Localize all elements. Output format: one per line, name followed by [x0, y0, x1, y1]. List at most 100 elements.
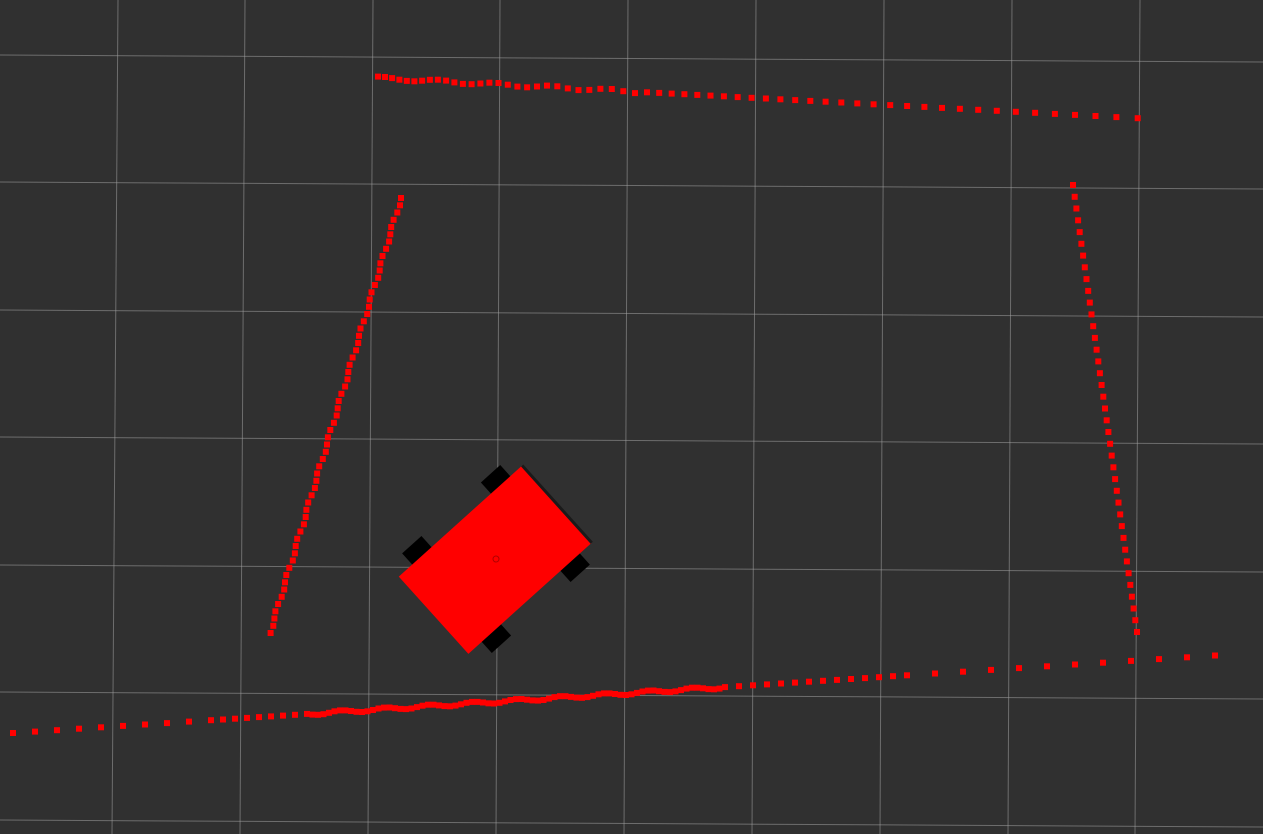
- laser-scan-point: [459, 80, 466, 87]
- laser-scan-point: [778, 680, 784, 687]
- laser-scan-point: [348, 708, 354, 714]
- laser-scan-point: [1184, 654, 1190, 661]
- laser-scan-point: [389, 75, 396, 82]
- laser-scan-point: [353, 708, 360, 715]
- grid-line: [0, 436, 1263, 445]
- laser-scan-point: [368, 289, 375, 296]
- laser-scan-point: [366, 303, 372, 310]
- laser-scan-point: [1115, 499, 1122, 506]
- laser-scan-point: [370, 707, 376, 713]
- laser-scan-point: [303, 506, 310, 513]
- laser-scan-point: [419, 702, 426, 709]
- laser-scan-point: [364, 311, 371, 317]
- laser-scan-point: [308, 492, 315, 499]
- laser-scan-point: [1120, 534, 1127, 541]
- laser-scan-point: [344, 376, 351, 383]
- laser-scan-point: [451, 79, 458, 86]
- laser-scan-point: [628, 691, 635, 698]
- laser-scan-point: [848, 676, 854, 682]
- laser-scan-point: [10, 730, 16, 736]
- laser-scan-point: [1108, 452, 1115, 459]
- laser-scan-point: [573, 694, 580, 701]
- laser-scan-point: [535, 697, 541, 704]
- laser-scan-point: [441, 703, 448, 710]
- laser-scan-point: [716, 685, 723, 692]
- robot-wheel-front-right: [559, 552, 590, 583]
- laser-scan-point: [356, 332, 362, 339]
- laser-scan-point: [452, 702, 459, 709]
- laser-scan-point: [1032, 109, 1039, 116]
- laser-scan-point: [386, 704, 393, 711]
- laser-scan-point: [282, 579, 288, 586]
- laser-scan-point: [76, 725, 82, 732]
- laser-scan-point: [524, 84, 531, 91]
- laser-scan-point: [300, 521, 307, 528]
- laser-scan-point: [645, 687, 651, 694]
- laser-scan-point: [396, 76, 403, 83]
- laser-scan-point: [1078, 240, 1085, 247]
- laser-scan-point: [502, 698, 508, 705]
- laser-scan-point: [360, 318, 367, 325]
- laser-scan-point: [387, 231, 394, 238]
- robot-car-icon[interactable]: [389, 454, 602, 665]
- laser-scan-point: [736, 683, 742, 690]
- laser-scan-point: [142, 721, 148, 728]
- laser-scan-point: [650, 687, 657, 694]
- laser-scan-point: [1098, 382, 1105, 388]
- laser-scan-point: [1123, 558, 1130, 565]
- laser-scan-point: [397, 202, 403, 209]
- laser-scan-point: [1096, 370, 1103, 377]
- laser-scan-point: [1105, 429, 1112, 435]
- laser-scan-point: [477, 80, 484, 87]
- laser-scan-point: [887, 102, 894, 109]
- laser-scan-point: [1076, 229, 1083, 236]
- laser-scan-point: [700, 685, 706, 692]
- laser-scan-point: [750, 682, 756, 689]
- laser-scan-point: [436, 702, 442, 709]
- laser-scan-point: [267, 630, 274, 636]
- laser-scan-point: [357, 325, 364, 332]
- laser-scan-point: [334, 405, 341, 412]
- laser-scan-point: [921, 103, 928, 110]
- laser-scan-point: [320, 711, 327, 718]
- laser-scan-point: [694, 91, 701, 98]
- laser-scan-point: [694, 684, 701, 691]
- laser-scan-point: [275, 601, 282, 607]
- laser-scan-point: [379, 253, 386, 259]
- laser-scan-point: [392, 705, 398, 712]
- laser-scan-point: [474, 698, 481, 705]
- laser-scan-point: [297, 528, 304, 535]
- laser-scan-point: [377, 260, 384, 267]
- laser-scan-point: [564, 85, 571, 92]
- laser-scan-point: [403, 77, 410, 84]
- laser-scan-point: [707, 92, 714, 99]
- laser-scan-point: [822, 98, 829, 105]
- laser-scan-point: [186, 718, 192, 725]
- laser-scan-point: [278, 593, 285, 600]
- laser-scan-point: [98, 724, 104, 731]
- laser-scan-point: [403, 706, 409, 713]
- laser-scan-point: [672, 688, 679, 695]
- laser-scan-point: [711, 686, 717, 693]
- laser-scan-point: [544, 82, 550, 89]
- laser-scan-point: [546, 695, 552, 702]
- grid-line: [0, 54, 1263, 63]
- laser-scan-point: [661, 688, 668, 695]
- laser-scan-point: [324, 434, 331, 441]
- laser-scan-point: [335, 398, 342, 404]
- laser-scan-point: [302, 514, 309, 520]
- laser-scan-point: [1134, 629, 1140, 635]
- laser-scan-point: [220, 716, 226, 723]
- laser-scan-point: [309, 711, 316, 718]
- laser-scan-point: [32, 728, 38, 735]
- laser-scan-point: [1085, 287, 1092, 294]
- laser-scan-point: [668, 90, 675, 97]
- laser-scan-point: [1122, 546, 1129, 553]
- laser-scan-point: [333, 412, 340, 419]
- laser-scan-point: [54, 727, 60, 734]
- laser-scan-point: [762, 95, 769, 102]
- laser-scan-point: [876, 674, 882, 681]
- laser-scan-point: [575, 87, 582, 94]
